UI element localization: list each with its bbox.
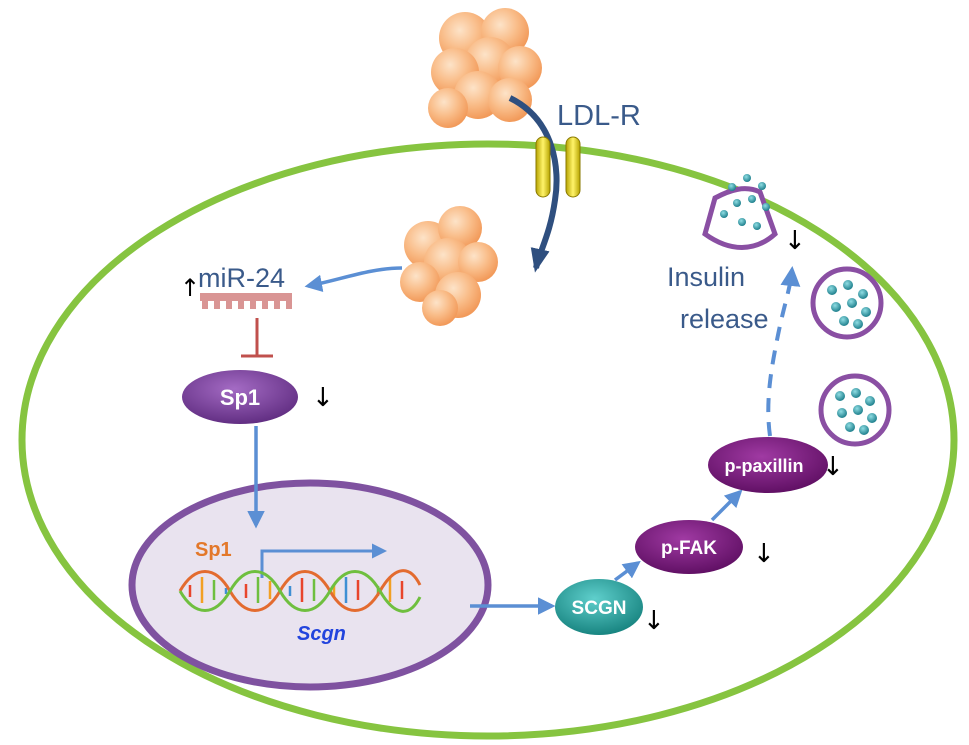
arrow-pfak-to-ppaxillin	[710, 489, 743, 522]
ldl-receptor-label: LDL-R	[557, 100, 641, 132]
insulin-vesicle	[818, 373, 892, 447]
scgn-node: SCGN	[555, 579, 643, 635]
ldl-receptor	[508, 95, 581, 273]
nucleus	[128, 479, 492, 691]
pfak-trend-arrow: ↓	[753, 539, 775, 569]
insulin-vesicle	[810, 266, 884, 340]
sp1-cytoplasm-label: Sp1	[220, 385, 260, 410]
arrow-scgn-to-pfak	[613, 560, 641, 582]
sp1-trend-arrow: ↓	[312, 383, 334, 413]
ldl-particle-external	[428, 8, 542, 128]
insulin-release-label-line1: Insulin	[667, 262, 745, 292]
mir24-label: miR-24	[198, 263, 285, 293]
arrow-ppaxillin-to-insulin-release	[766, 266, 801, 437]
ldl-particle-internal	[400, 206, 498, 326]
transcription-arrow	[260, 543, 387, 578]
pfak-node: p-FAK	[635, 520, 743, 574]
sp1-nucleus-label: Sp1	[195, 539, 232, 561]
ppaxillin-node: p-paxillin	[708, 437, 828, 493]
ppaxillin-label: p-paxillin	[724, 456, 803, 476]
mir24-trend-arrow: ↑	[180, 274, 200, 302]
arrow-ldl-to-mir24	[304, 266, 403, 293]
scgn-trend-arrow: ↓	[643, 606, 665, 636]
exocytosis-vesicle	[702, 174, 778, 250]
gene-label: Scgn	[297, 623, 346, 645]
mir24: ↑ miR-24	[180, 263, 292, 309]
insulin-release-label-line2: release	[680, 304, 769, 334]
exocytosis-trend-arrow: ↓	[784, 226, 806, 256]
inhibition-mir24-sp1	[241, 318, 273, 358]
membrane-channel	[535, 136, 551, 198]
mir24-strand-icon	[200, 293, 292, 309]
ppaxillin-trend-arrow: ↓	[822, 452, 844, 482]
dna-helix-icon	[178, 569, 422, 613]
scgn-label: SCGN	[572, 598, 627, 619]
cell-membrane	[18, 140, 958, 740]
sp1-cytoplasm-node: Sp1	[182, 370, 298, 424]
pfak-label: p-FAK	[661, 538, 717, 559]
